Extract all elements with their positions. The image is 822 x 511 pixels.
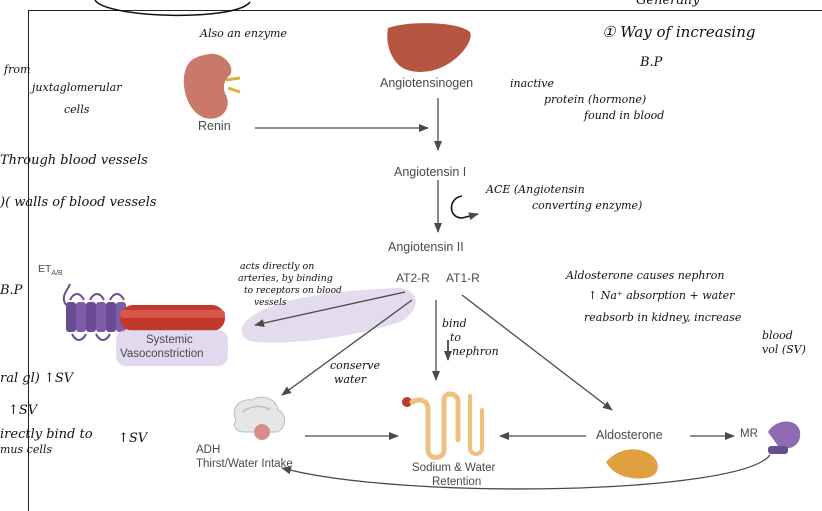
systemic-label: Systemic — [146, 334, 193, 346]
sodium-water-label: Sodium & Water — [412, 462, 496, 474]
note-through-vessels: Through blood vessels — [0, 153, 148, 168]
angiotensin1-label: Angiotensin I — [394, 165, 467, 179]
retention-label: Retention — [432, 476, 482, 488]
note-aldo-reabsorb: reabsorb in kidney, increase — [584, 311, 742, 324]
at2r-label: AT2-R — [396, 271, 430, 285]
systemic-highlight — [116, 330, 228, 366]
note-generally: Generally — [636, 0, 700, 8]
note-vessels: vessels — [254, 298, 287, 308]
note-water: water — [334, 373, 367, 386]
figure-frame — [28, 10, 822, 511]
liver-icon — [387, 23, 471, 72]
eta-label: ETA/B — [38, 263, 63, 278]
note-arteries-binding: arteries, by binding — [238, 273, 333, 284]
aldosterone-label: Aldosterone — [596, 428, 663, 442]
scribble-oval — [94, 0, 251, 17]
note-aldo-causes: Aldosterone causes nephron — [566, 269, 725, 282]
note-walls-vessels: )( walls of blood vessels — [0, 195, 157, 210]
at1-to-aldosterone-arrow — [461, 294, 613, 411]
note-cells: cells — [64, 103, 90, 116]
angiotensin2-label: Angiotensin II — [388, 240, 464, 254]
note-directly-bind: irectly bind to — [0, 427, 93, 442]
note-to: to — [450, 331, 462, 344]
adrenal-gland-icon — [606, 449, 658, 479]
vasoconstriction-label: Vasoconstriction — [120, 348, 204, 360]
angiotensinogen-label: Angiotensinogen — [380, 76, 474, 90]
note-nephron: nephron — [452, 345, 499, 358]
mr-to-thirst-arrow — [281, 454, 771, 490]
note-juxtaglomerular: juxtaglomerular — [32, 81, 122, 94]
at-to-adh-arrow — [281, 299, 413, 396]
thirst-label: Thirst/Water Intake — [196, 458, 293, 470]
note-muscle-cells: mus cells — [0, 443, 53, 456]
note-from: from — [4, 63, 31, 76]
note-receptors-blood: to receptors on blood — [244, 286, 342, 296]
renin-label: Renin — [198, 119, 231, 133]
at2-to-vasoconstriction-arrow — [254, 291, 406, 327]
brain-icon — [233, 396, 285, 440]
note-way-of-increasing: ① Way of increasing — [602, 23, 756, 41]
ace-curl-arrow — [450, 195, 479, 221]
mr-label: MR — [740, 428, 758, 440]
note-also-enzyme: Also an enzyme — [200, 27, 287, 40]
note-bp-left: B.P — [0, 283, 23, 298]
kidney-icon — [183, 53, 241, 119]
note-ace-converting: converting enzyme) — [532, 199, 643, 212]
mr-receptor-icon — [768, 421, 801, 454]
note-sv-1: ral gl) ↑SV — [0, 371, 74, 386]
nephron-icon — [402, 391, 484, 460]
blood-vessel-icon — [120, 305, 225, 331]
note-found-blood: found in blood — [584, 109, 665, 122]
note-conserve: conserve — [330, 359, 381, 372]
note-ace: ACE (Angiotensin — [486, 183, 585, 196]
note-sv-3: ↑SV — [118, 431, 148, 446]
note-aldo-vol: vol (SV) — [762, 343, 806, 356]
et-receptor-icon — [62, 283, 126, 341]
note-bp-top: B.P — [640, 55, 663, 70]
note-sv-2: ↑SV — [8, 403, 38, 418]
at1r-label: AT1-R — [446, 271, 480, 285]
note-aldo-blood: blood — [762, 329, 793, 342]
note-acts-directly: acts directly on — [240, 261, 315, 272]
note-aldo-na: ↑ Na⁺ absorption + water — [588, 289, 735, 302]
note-inactive: inactive — [510, 77, 554, 90]
note-protein-hormone: protein (hormone) — [544, 93, 647, 106]
note-bind: bind — [442, 317, 467, 330]
adh-label: ADH — [196, 444, 221, 456]
